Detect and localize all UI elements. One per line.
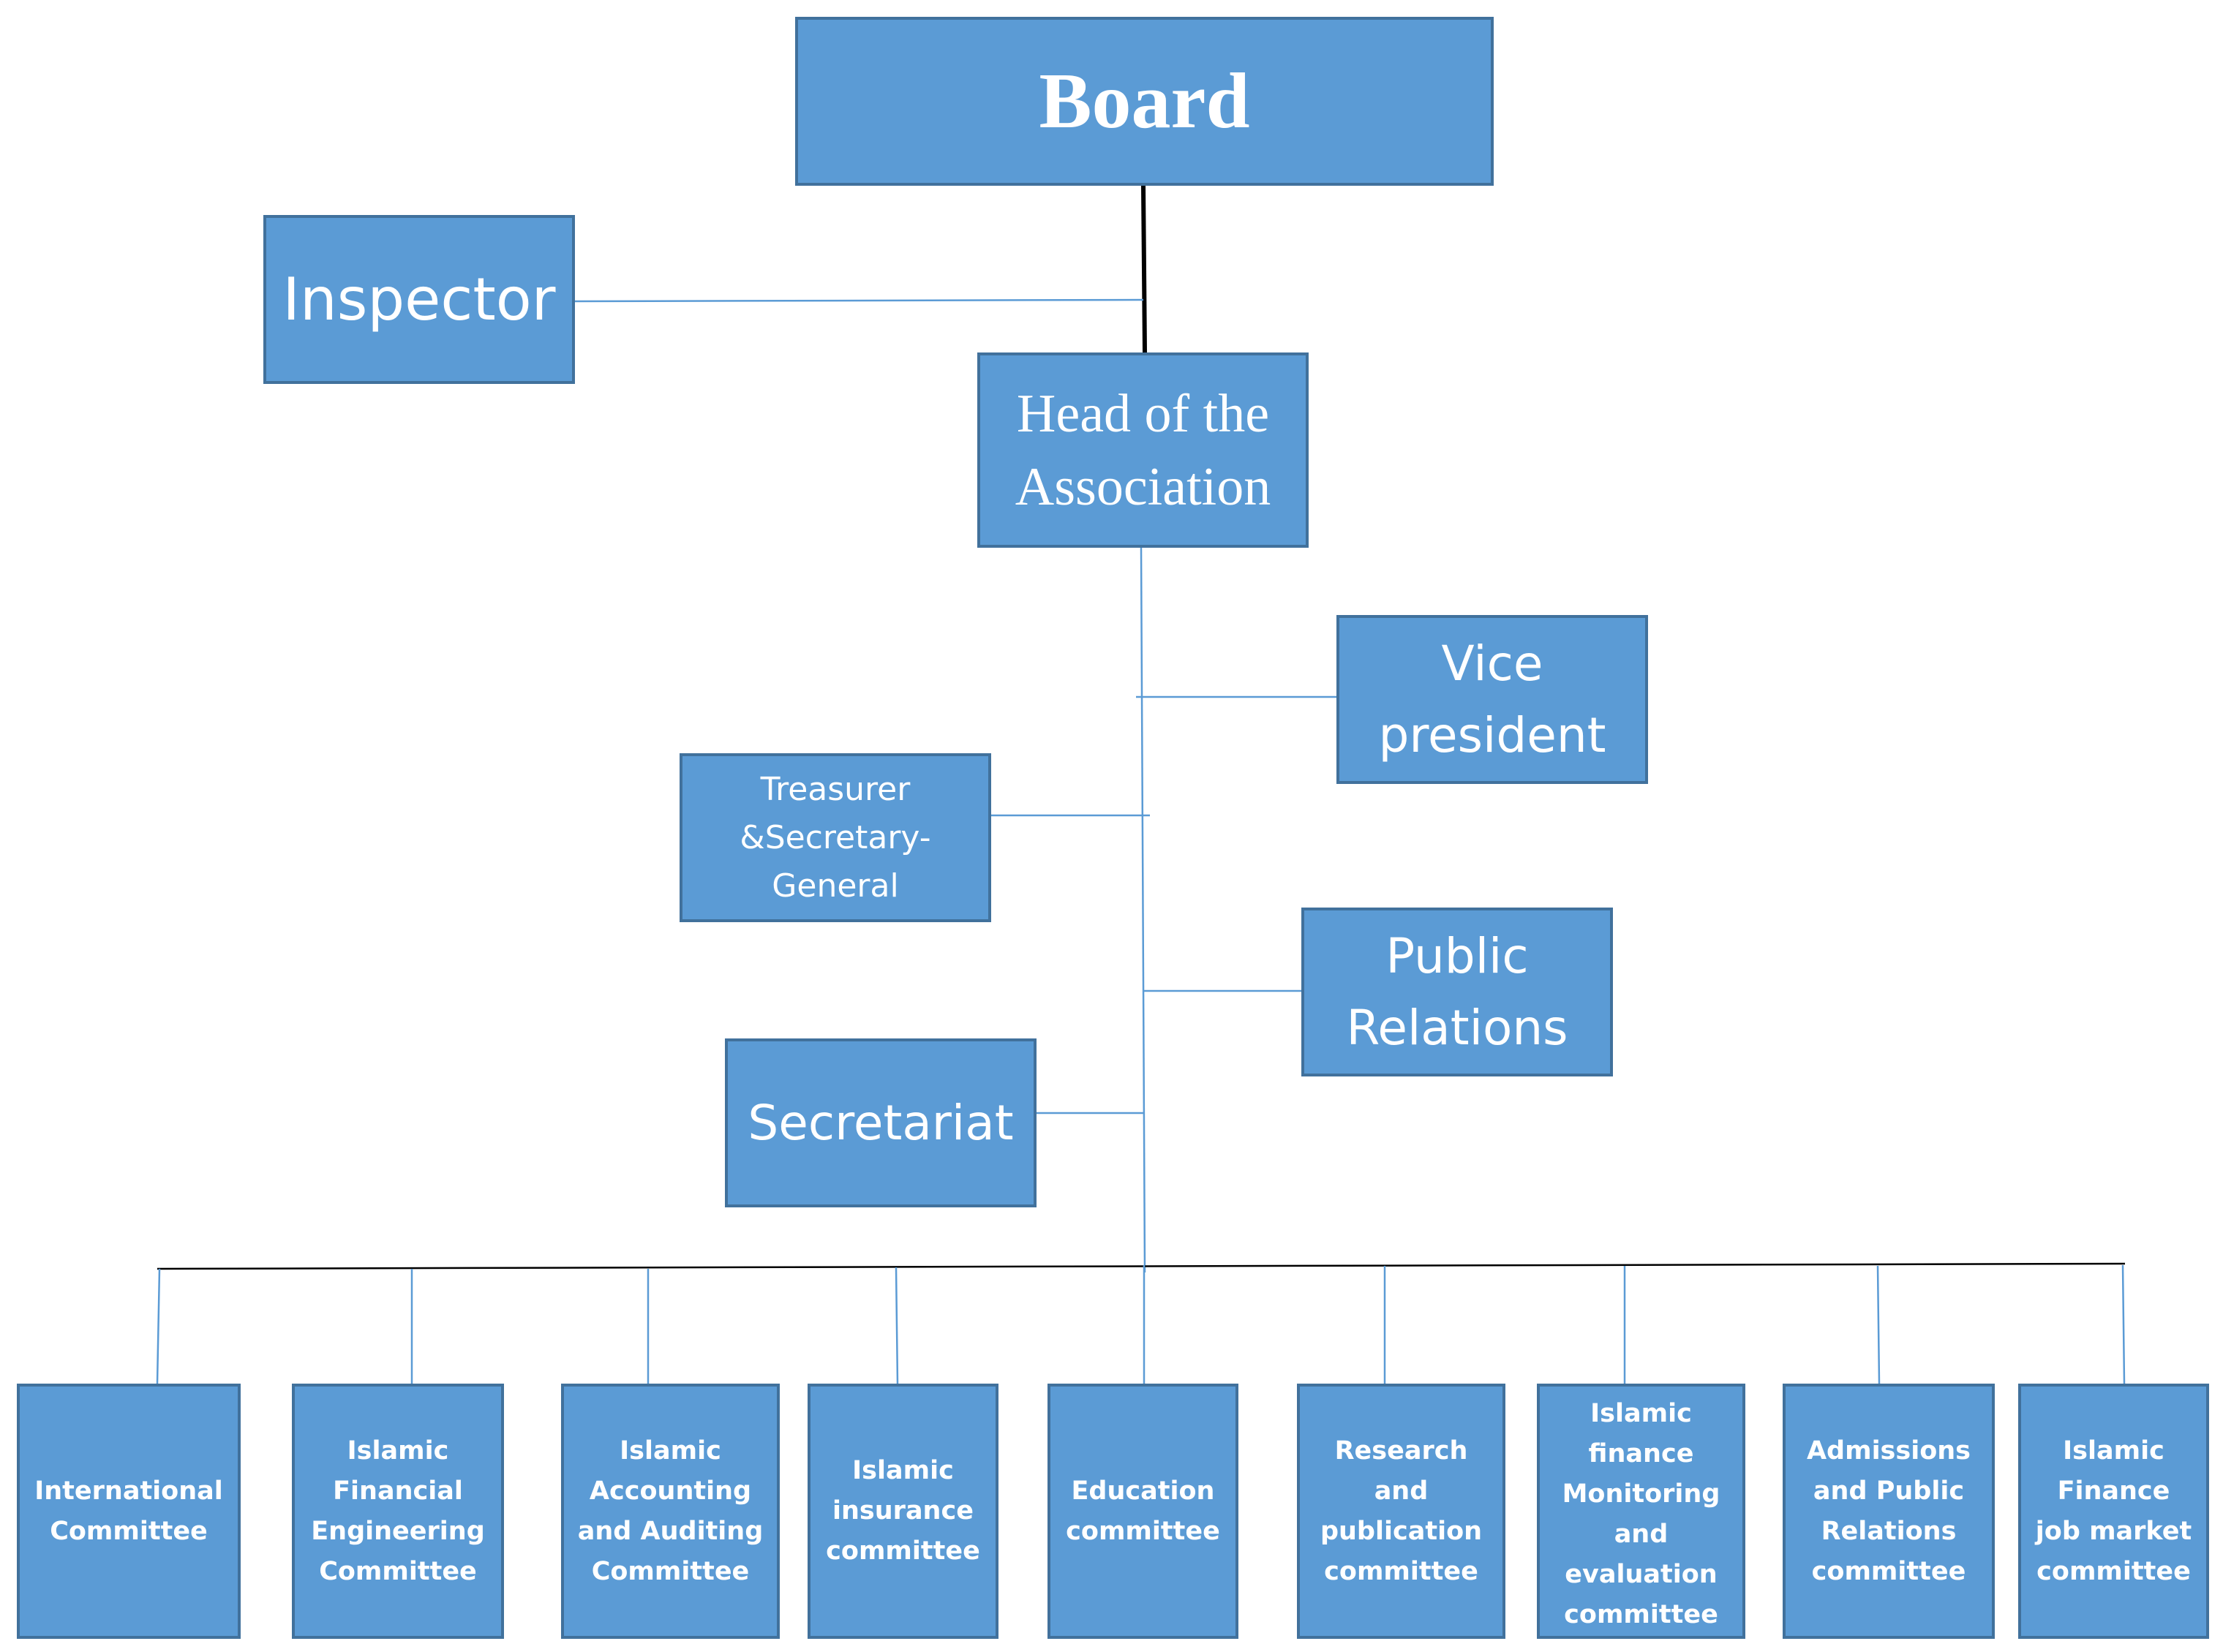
inspector-label: Inspector (282, 265, 556, 333)
board-to-head-connector (1141, 185, 1147, 353)
board-label: Board (1039, 57, 1250, 145)
committee-box-job-market: Islamic Finance job market committee (2018, 1384, 2209, 1639)
head-of-association-box: Head of the Association (977, 352, 1309, 548)
committee-label: Research and publication committee (1320, 1436, 1483, 1586)
board-box: Board (795, 17, 1494, 186)
committee-drop-connector (1876, 1265, 1881, 1384)
vice-president-box: Vice president (1336, 615, 1648, 784)
committee-label: Education committee (1066, 1476, 1220, 1546)
secretariat-label: Secretariat (748, 1094, 1014, 1151)
committee-drop-connector (895, 1267, 899, 1384)
committee-label: Islamic insurance committee (826, 1456, 980, 1566)
treasurer-box: Treasurer &Secretary- General (680, 753, 991, 922)
committee-drop-connector (2121, 1264, 2126, 1384)
committee-box-insurance: Islamic insurance committee (808, 1384, 998, 1639)
treasurer-label: Treasurer &Secretary- General (740, 770, 931, 905)
secretariat-box: Secretariat (725, 1038, 1037, 1207)
inspector-connector (574, 298, 1144, 303)
committee-box-financial-engineering: Islamic Financial Engineering Committee (292, 1384, 504, 1639)
committee-box-education: Education committee (1047, 1384, 1238, 1639)
inspector-box: Inspector (263, 215, 575, 384)
vice-president-label: Vice president (1378, 635, 1606, 763)
committee-label: Islamic Financial Engineering Committee (311, 1436, 485, 1586)
committees-bar-connector (157, 1262, 2126, 1270)
committee-label: International Committee (34, 1476, 223, 1546)
committee-label: Islamic finance Monitoring and evaluatio… (1562, 1399, 1720, 1629)
head-of-association-label: Head of the Association (1015, 383, 1271, 517)
main-trunk-connector (1140, 547, 1146, 1273)
committee-label: Islamic Accounting and Auditing Committe… (577, 1436, 764, 1586)
committee-box-international: International Committee (17, 1384, 241, 1639)
committee-box-admissions-pr: Admissions and Public Relations committe… (1783, 1384, 1995, 1639)
committee-box-research-publication: Research and publication committee (1297, 1384, 1505, 1639)
public-relations-box: Public Relations (1301, 908, 1613, 1076)
public-relations-label: Public Relations (1346, 927, 1568, 1056)
committee-box-monitoring-evaluation: Islamic finance Monitoring and evaluatio… (1537, 1384, 1745, 1639)
committee-drop-connector (156, 1268, 161, 1384)
committee-box-accounting-auditing: Islamic Accounting and Auditing Committe… (561, 1384, 780, 1639)
committee-label: Islamic Finance job market committee (2035, 1436, 2192, 1586)
committee-label: Admissions and Public Relations committe… (1806, 1436, 1971, 1586)
